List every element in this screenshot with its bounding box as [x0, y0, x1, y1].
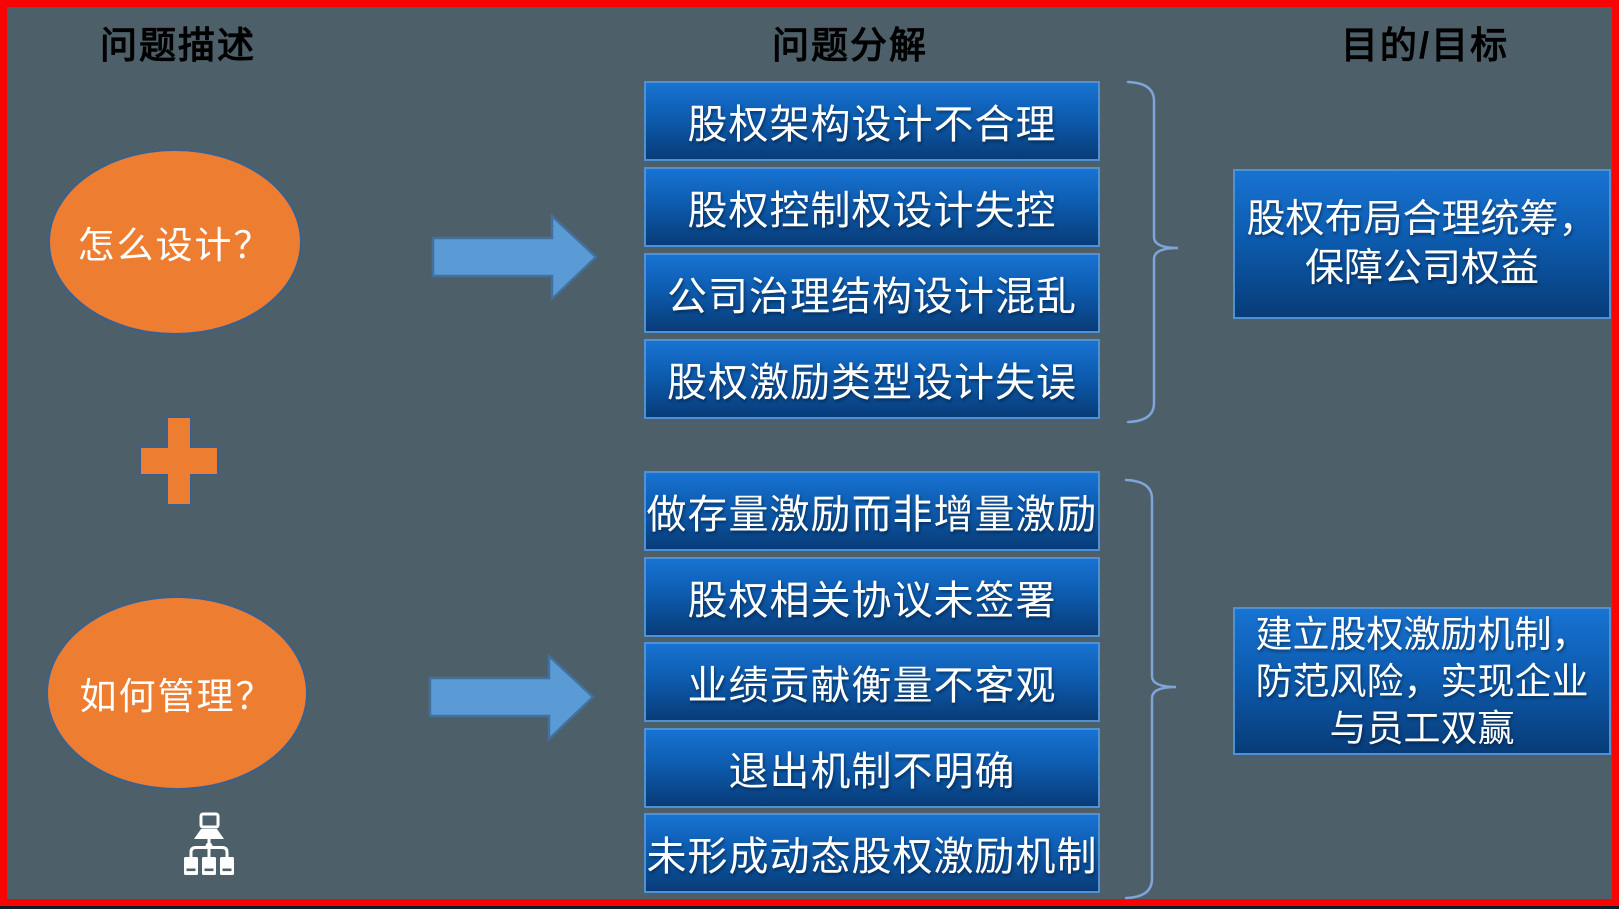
header-problem-decomposition: 问题分解 — [772, 25, 928, 66]
goal-box-2: 建立股权激励机制， 防范风险，实现企业 与员工双赢 — [1233, 607, 1611, 755]
problem-box-6: 股权相关协议未签署 — [644, 557, 1100, 637]
problem-box-1: 股权架构设计不合理 — [644, 81, 1100, 161]
ellipse-how-to-design-label: 怎么设计？ — [77, 224, 273, 267]
problem-box-2: 股权控制权设计失控 — [644, 167, 1100, 247]
org-chart-network-icon — [184, 812, 234, 875]
goal-box-2-line-1: 建立股权激励机制， — [1255, 613, 1589, 655]
goal-box-1: 股权布局合理统筹， 保障公司权益 — [1233, 169, 1611, 319]
right-curly-brace-icon-bottom — [1124, 478, 1177, 900]
problem-box-8: 退出机制不明确 — [644, 728, 1100, 808]
goal-box-1-line-1: 股权布局合理统筹， — [1246, 198, 1598, 241]
right-curly-brace-icon-top — [1126, 80, 1179, 424]
header-goal: 目的/目标 — [1340, 25, 1510, 66]
right-arrow-icon-bottom — [428, 653, 595, 742]
problem-box-4: 股权激励类型设计失误 — [644, 339, 1100, 419]
problem-box-3: 公司治理结构设计混乱 — [644, 253, 1100, 333]
header-problem-description: 问题描述 — [100, 25, 256, 66]
problem-box-7: 业绩贡献衡量不客观 — [644, 642, 1100, 722]
ellipse-how-to-manage-label: 如何管理？ — [79, 675, 275, 718]
right-arrow-icon-top — [431, 213, 598, 302]
goal-box-1-line-2: 保障公司权益 — [1304, 247, 1539, 290]
server-towers — [184, 857, 234, 875]
ellipse-how-to-design: 怎么设计？ — [48, 149, 302, 335]
goal-box-2-line-2: 防范风险，实现企业 — [1255, 660, 1589, 702]
plus-icon — [139, 416, 219, 506]
problem-box-9: 未形成动态股权激励机制 — [644, 813, 1100, 893]
ellipse-how-to-manage: 如何管理？ — [46, 596, 308, 790]
problem-box-5: 做存量激励而非增量激励 — [644, 471, 1100, 551]
goal-box-2-line-3: 与员工双赢 — [1329, 707, 1515, 749]
